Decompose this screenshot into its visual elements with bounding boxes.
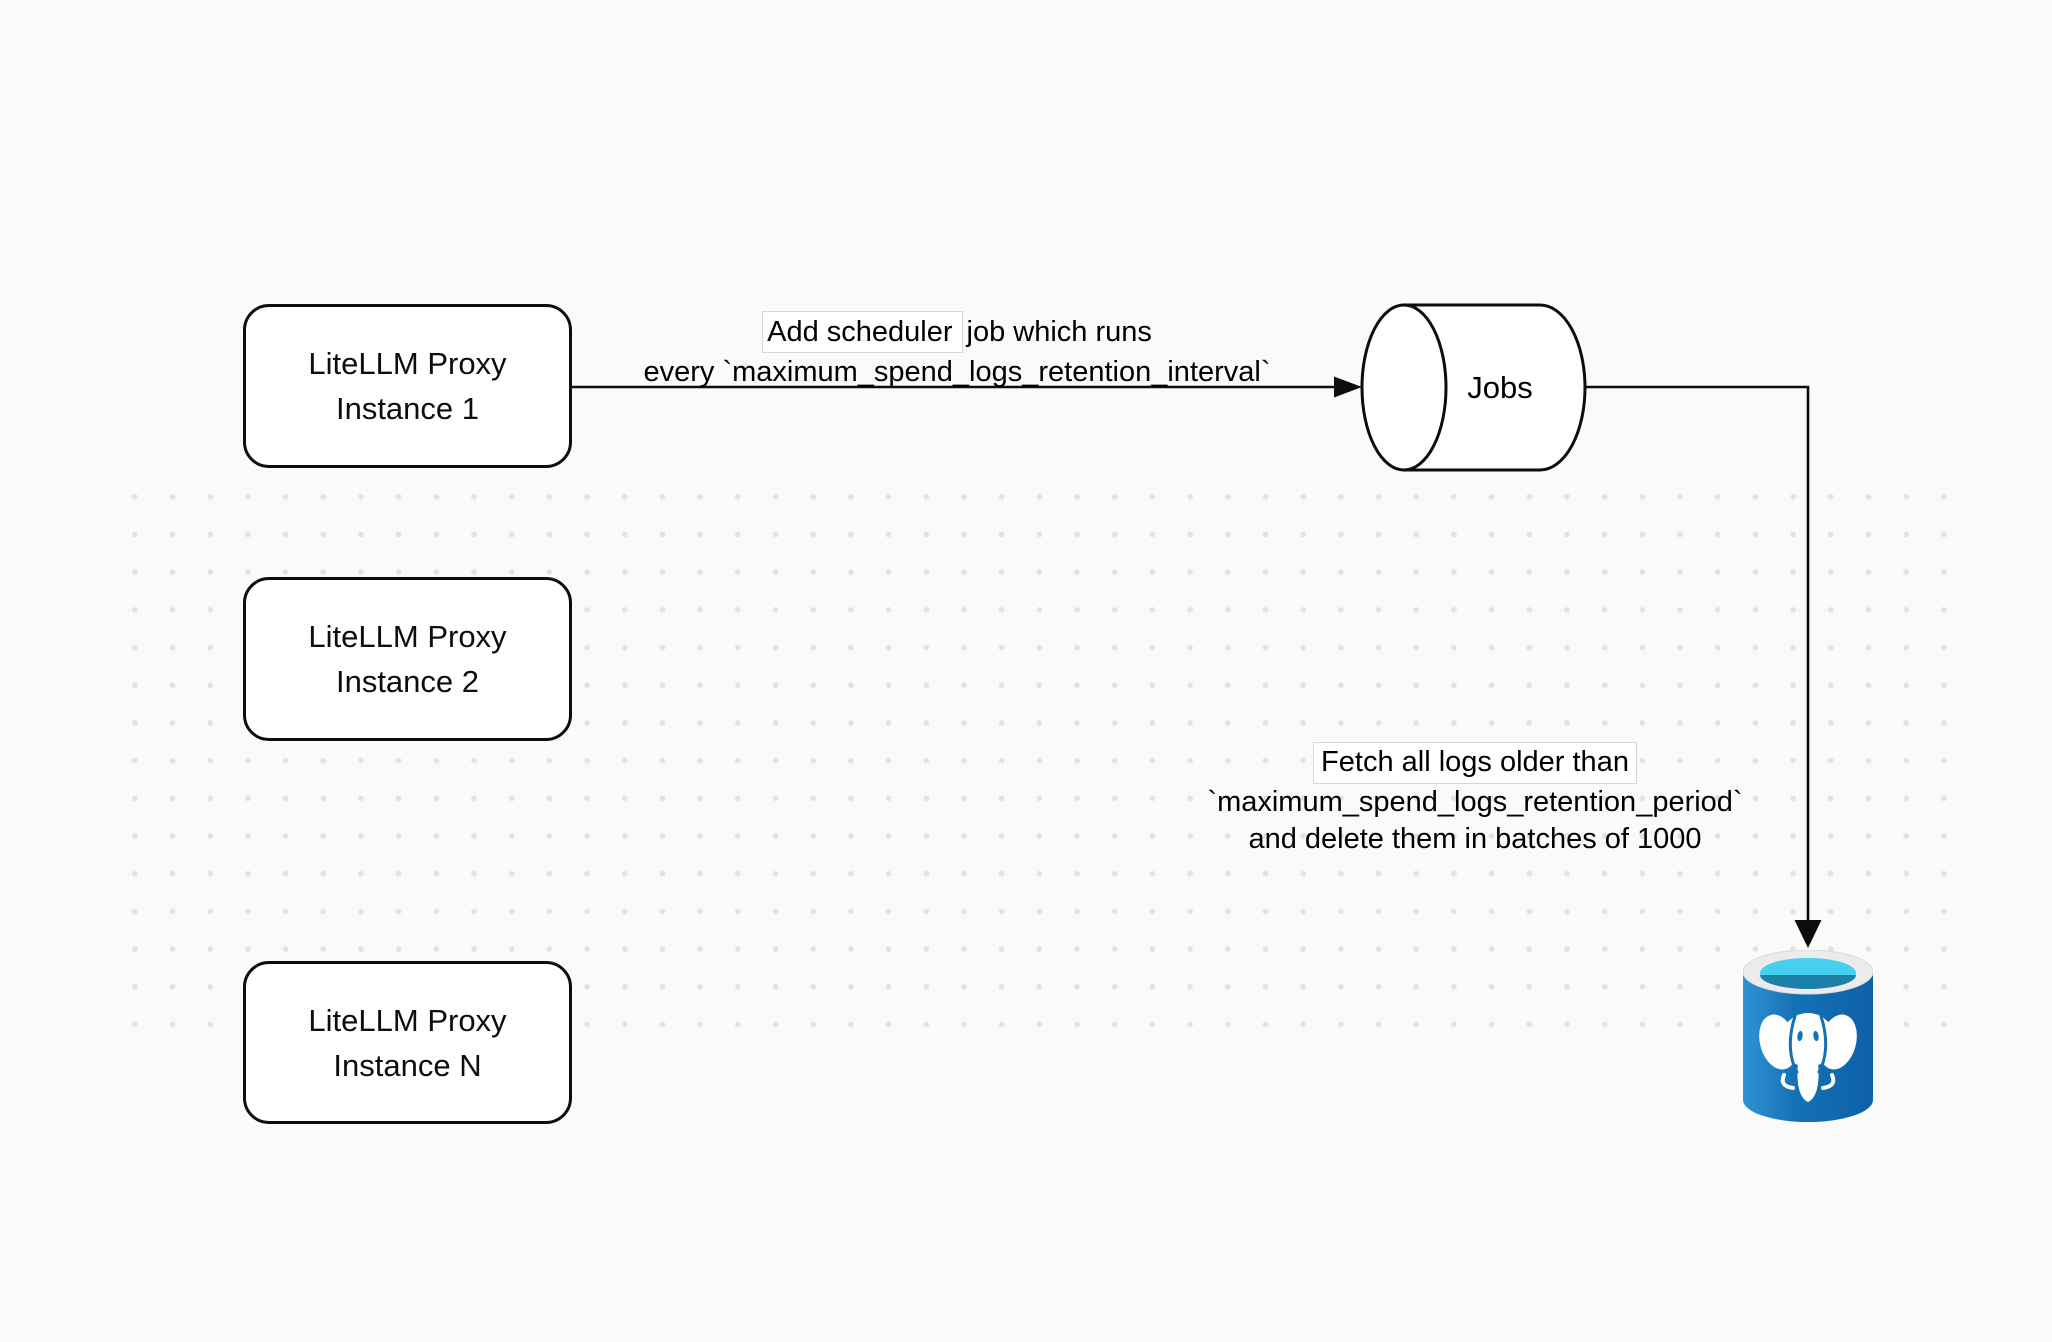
node-litellm-proxy-1: LiteLLM Proxy Instance 1 (243, 304, 572, 468)
node-label-line: Instance N (333, 1047, 482, 1083)
edge-label-line: every `maximum_spend_logs_retention_inte… (643, 356, 1271, 388)
edge-label-line: Fetch all logs older than (1175, 742, 1775, 784)
postgresql-database-icon (1743, 950, 1873, 1122)
jobs-cylinder-body (1402, 303, 1587, 472)
arrowhead-down-icon (1794, 920, 1822, 948)
edge-label-fetch: Fetch all logs older than `maximum_spend… (1175, 742, 1775, 859)
postgres-elephant-icon (1759, 1013, 1857, 1102)
node-label-line: Instance 1 (335, 391, 480, 426)
edge-label-text: Add scheduler (762, 311, 963, 353)
edge-scheduler-arrow (572, 376, 1362, 398)
edge-label-line: and delete them in batches of 1000 (1248, 823, 1702, 855)
jobs-node-label: Jobs (1467, 370, 1533, 405)
jobs-cylinder-cap (1360, 303, 1448, 472)
arrowhead-right-icon (1334, 376, 1362, 398)
node-label-line: LiteLLM Proxy (308, 619, 507, 654)
node-litellm-proxy-n: LiteLLM Proxy Instance N (243, 961, 572, 1124)
node-label-line: LiteLLM Proxy (308, 1002, 507, 1038)
postgres-mouth-shadow (1760, 975, 1856, 989)
node-label-line: Instance 2 (335, 664, 480, 699)
edge-label-text: job which runs (966, 316, 1152, 348)
node-litellm-proxy-2: LiteLLM Proxy Instance 2 (243, 577, 572, 741)
edge-fetch-line (1585, 385, 1810, 921)
edge-fetch-arrow (1585, 385, 1822, 948)
node-jobs-queue (1360, 303, 1587, 472)
dot-grid-background (116, 478, 1956, 1048)
node-label-line: LiteLLM Proxy (308, 346, 507, 381)
edge-label-line: `maximum_spend_logs_retention_period` (1207, 785, 1743, 818)
edge-label-text: Fetch all logs older than (1313, 742, 1637, 784)
